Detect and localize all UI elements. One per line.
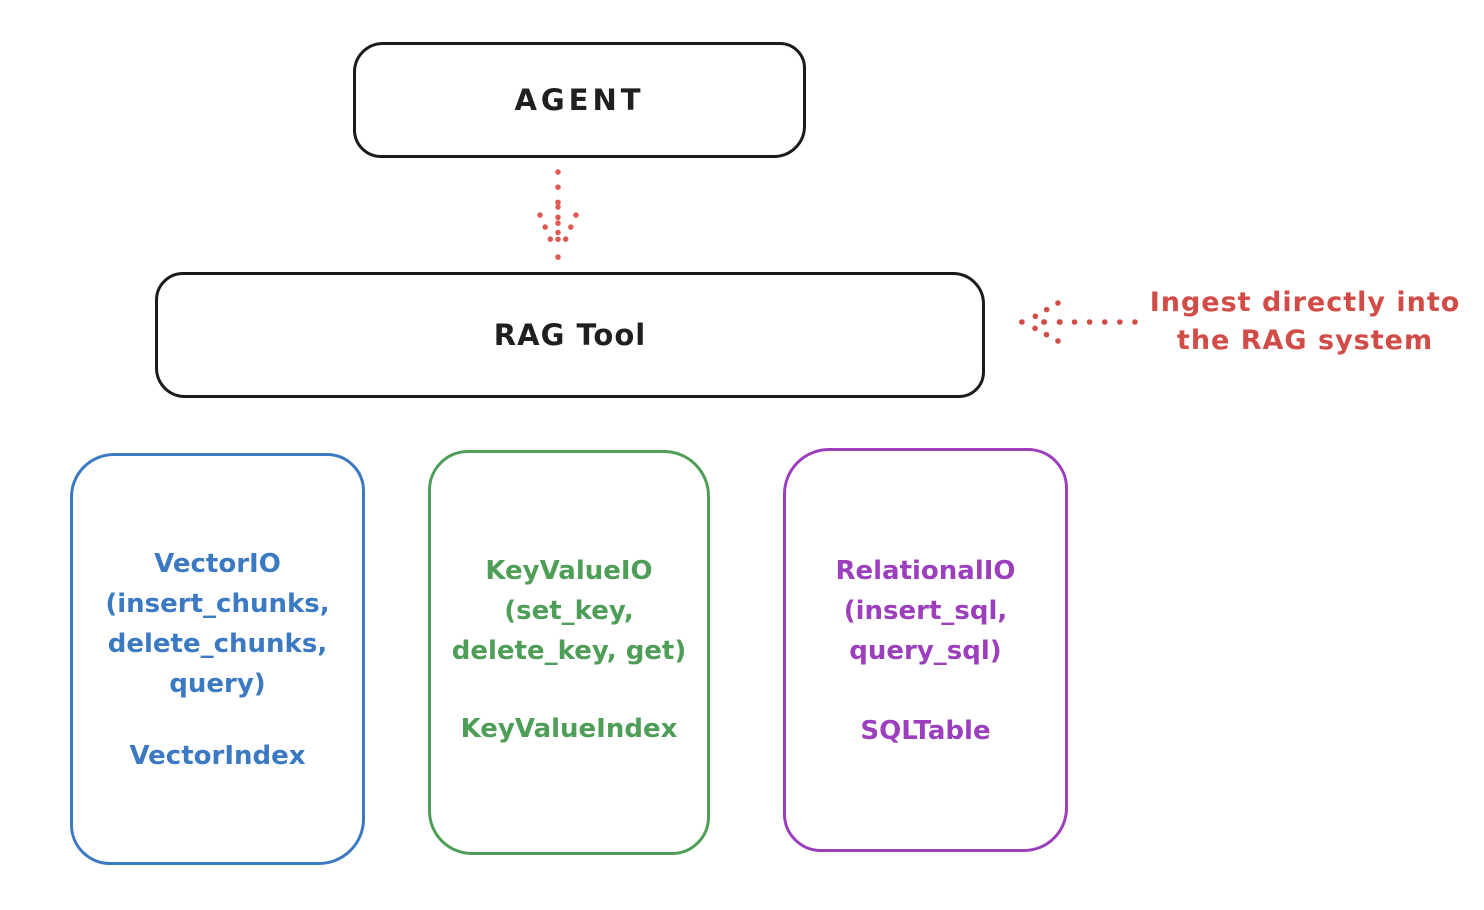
key-value-io-node: KeyValueIO (set_key, delete_key, get) Ke… [428,450,710,855]
vector-io-methods-line-1: (insert_chunks, [105,589,330,619]
relational-io-methods-line-2: query_sql) [849,636,1002,666]
key-value-io-methods-line-2: delete_key, get) [451,636,687,666]
vector-index-label: VectorIndex [129,741,306,771]
vector-io-title: VectorIO [154,549,281,579]
vector-io-node: VectorIO (insert_chunks, delete_chunks, … [70,453,365,865]
vector-io-methods-line-2: delete_chunks, [107,629,328,659]
ingest-annotation: Ingest directly into the RAG system [1140,284,1470,360]
agent-node: AGENT [353,42,806,158]
relational-io-title: RelationalIO [835,556,1016,586]
rag-tool-node: RAG Tool [155,272,985,398]
vector-io-methods-line-3: query) [169,669,266,699]
arrow-annotation-to-rag-icon [1019,300,1138,344]
rag-tool-label: RAG Tool [493,318,647,352]
key-value-io-methods-line-1: (set_key, [504,596,634,626]
arrow-agent-to-rag-icon [537,169,579,260]
sql-table-label: SQLTable [860,716,991,746]
key-value-index-label: KeyValueIndex [460,714,678,744]
key-value-io-title: KeyValueIO [485,556,653,586]
relational-io-methods-line-1: (insert_sql, [843,596,1008,626]
ingest-annotation-line-1: Ingest directly into [1149,287,1461,318]
relational-io-node: RelationalIO (insert_sql, query_sql) SQL… [783,448,1068,852]
agent-label: AGENT [514,83,645,117]
ingest-annotation-line-2: the RAG system [1176,325,1434,356]
